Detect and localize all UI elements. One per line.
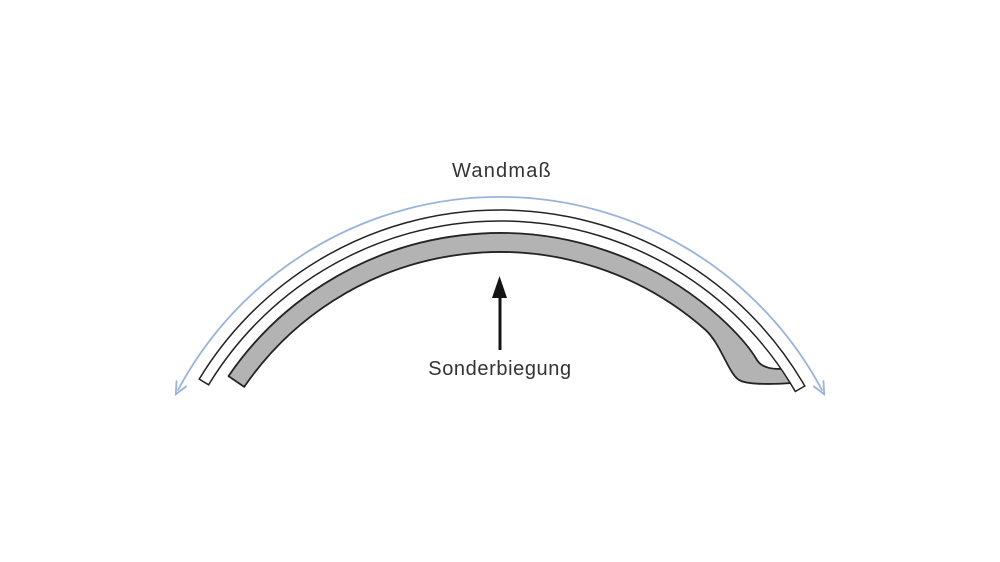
arc-arrowhead-right-icon [812, 380, 826, 397]
up-arrow-icon [492, 276, 507, 298]
special-bend-label: Sonderbiegung [428, 358, 572, 380]
wall-measure-arc [176, 196, 824, 392]
wall-measure-label: Wandmaß [452, 160, 552, 182]
wall-template-band [198, 209, 806, 393]
arc-arrowhead-left-icon [174, 380, 188, 397]
